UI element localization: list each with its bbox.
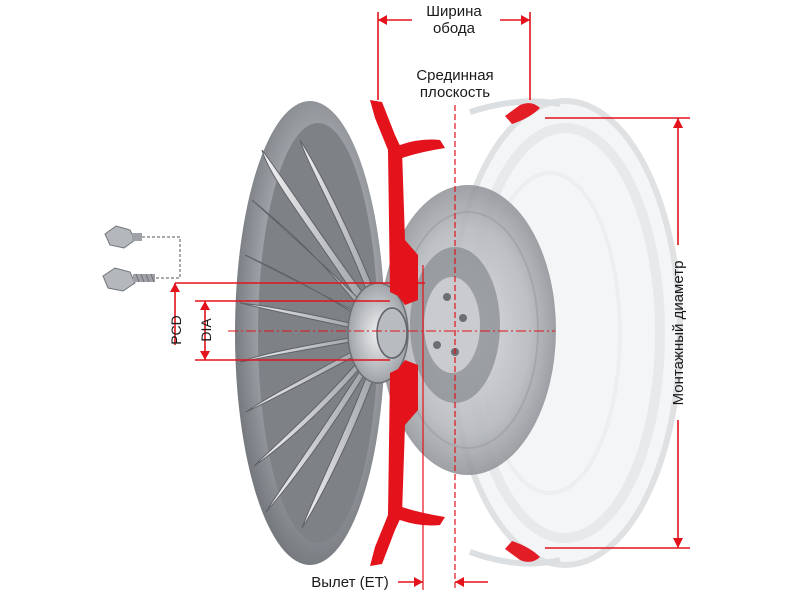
lug-bolt-bottom — [102, 267, 155, 292]
wheel-face — [235, 101, 409, 565]
pcd-label: PCD — [168, 315, 184, 345]
dia-label: DIA — [198, 318, 214, 342]
bolt-leader-line — [142, 236, 181, 279]
rim-cross-section — [370, 100, 540, 566]
pcd-dimension — [170, 282, 425, 345]
rim-width-dimension — [377, 12, 531, 100]
lug-bolt-top — [104, 225, 142, 249]
rim-width-label-line1: Ширина — [426, 3, 482, 20]
brake-disc — [380, 185, 556, 475]
rim-width-label-line2: обода — [433, 20, 476, 37]
offset-dimension — [398, 577, 488, 587]
center-plane-label-line1: Срединная — [416, 67, 493, 84]
dia-dimension — [195, 300, 390, 361]
offset-label: Вылет (ET) — [311, 574, 389, 591]
mounting-diameter-dimension — [545, 117, 690, 549]
center-plane-label-line2: плоскость — [420, 84, 490, 101]
mounting-diameter-label: Монтажный диаметр — [670, 261, 687, 406]
